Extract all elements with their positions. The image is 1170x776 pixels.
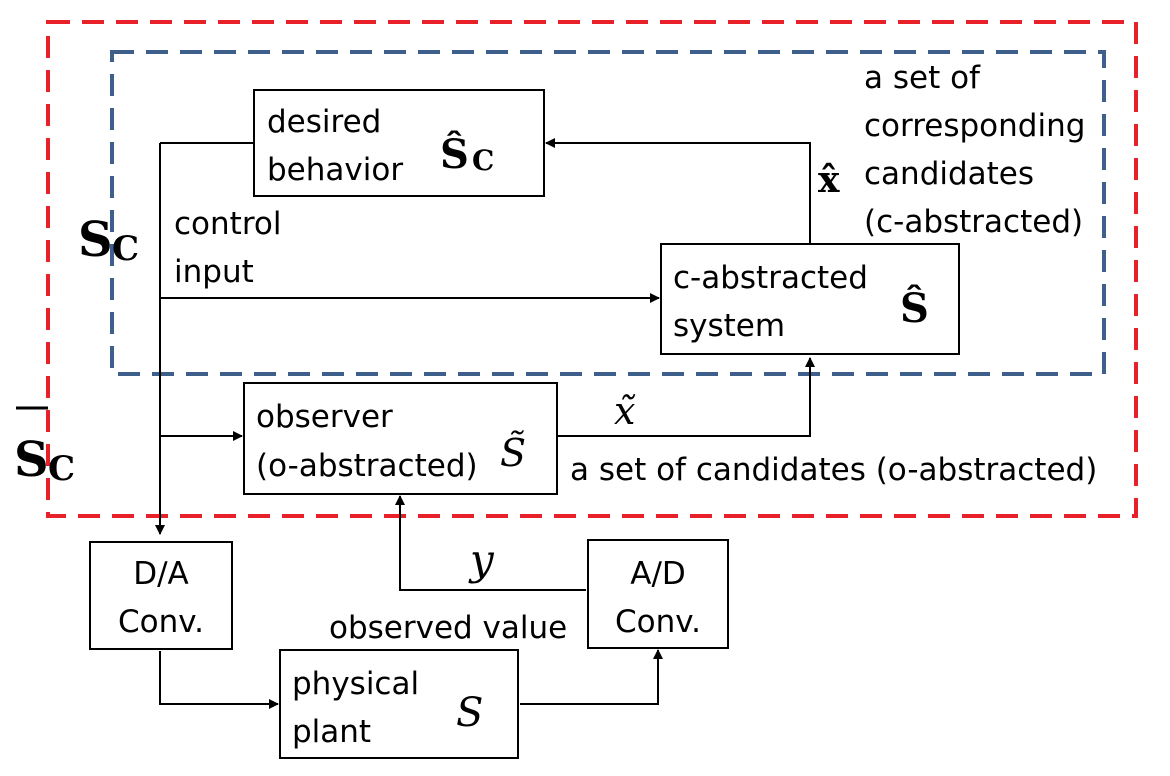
plant-label-2: plant bbox=[292, 714, 371, 750]
corresponding-candidates-label-1: a set of bbox=[864, 60, 981, 96]
da-label-1: D/A bbox=[133, 556, 189, 592]
c-abstracted-label-2: system bbox=[673, 308, 785, 344]
plant-to-ad-arrow bbox=[520, 649, 663, 705]
y-symbol: y bbox=[468, 535, 495, 584]
x-hat-symbol: x̂ bbox=[818, 159, 840, 201]
s-c-subscript: C bbox=[112, 229, 139, 269]
s-plant-symbol: S bbox=[456, 690, 483, 736]
desired-behavior-label-1: desired bbox=[267, 104, 381, 140]
observer-block: observer (o-abstracted) S̃ bbox=[243, 382, 558, 495]
desired-behavior-block: desired behavior Ŝ C bbox=[253, 89, 545, 197]
candidates-o-abstracted-label: a set of candidates (o-abstracted) bbox=[570, 452, 1097, 488]
inner-system-boundary bbox=[110, 50, 1106, 376]
outer-system-boundary bbox=[46, 20, 1138, 518]
x-tilde-arrow bbox=[557, 357, 815, 437]
desired-behavior-label-2: behavior bbox=[267, 152, 403, 188]
corresponding-candidates-label-4: (c-abstracted) bbox=[864, 204, 1083, 240]
da-label-2: Conv. bbox=[118, 604, 204, 640]
da-to-plant-arrow bbox=[159, 651, 279, 709]
observer-label-2: (o-abstracted) bbox=[256, 448, 478, 484]
s-c-symbol: S bbox=[78, 212, 113, 268]
s-c-hat-subscript: C bbox=[472, 144, 494, 177]
corresponding-candidates-label-2: corresponding bbox=[864, 108, 1085, 144]
control-input-label-1: control bbox=[174, 206, 281, 242]
s-c-bar-subscript: C bbox=[48, 449, 75, 489]
s-c-bar-symbol: S bbox=[14, 432, 49, 488]
y-arrow bbox=[395, 495, 586, 591]
s-hat-symbol: Ŝ bbox=[900, 285, 929, 332]
x-tilde-symbol: x̃ bbox=[614, 389, 635, 433]
corresponding-candidates-label-3: candidates bbox=[864, 156, 1034, 192]
ad-label-1: A/D bbox=[630, 556, 686, 592]
control-input-label-2: input bbox=[174, 254, 254, 290]
observer-label-1: observer bbox=[256, 399, 393, 435]
c-abstracted-label-1: c-abstracted bbox=[673, 260, 868, 296]
observed-value-label: observed value bbox=[329, 610, 567, 646]
ad-label-2: Conv. bbox=[615, 604, 701, 640]
x-hat-arrow bbox=[545, 138, 811, 244]
plant-label-1: physical bbox=[292, 666, 419, 702]
da-converter-block: D/A Conv. bbox=[89, 541, 233, 650]
ad-converter-block: A/D Conv. bbox=[587, 539, 729, 649]
physical-plant-block: physical plant S bbox=[279, 649, 519, 759]
c-abstracted-system-block: c-abstracted system Ŝ bbox=[660, 243, 960, 355]
s-tilde-symbol: S̃ bbox=[500, 431, 526, 475]
s-c-hat-symbol: Ŝ bbox=[440, 131, 469, 178]
